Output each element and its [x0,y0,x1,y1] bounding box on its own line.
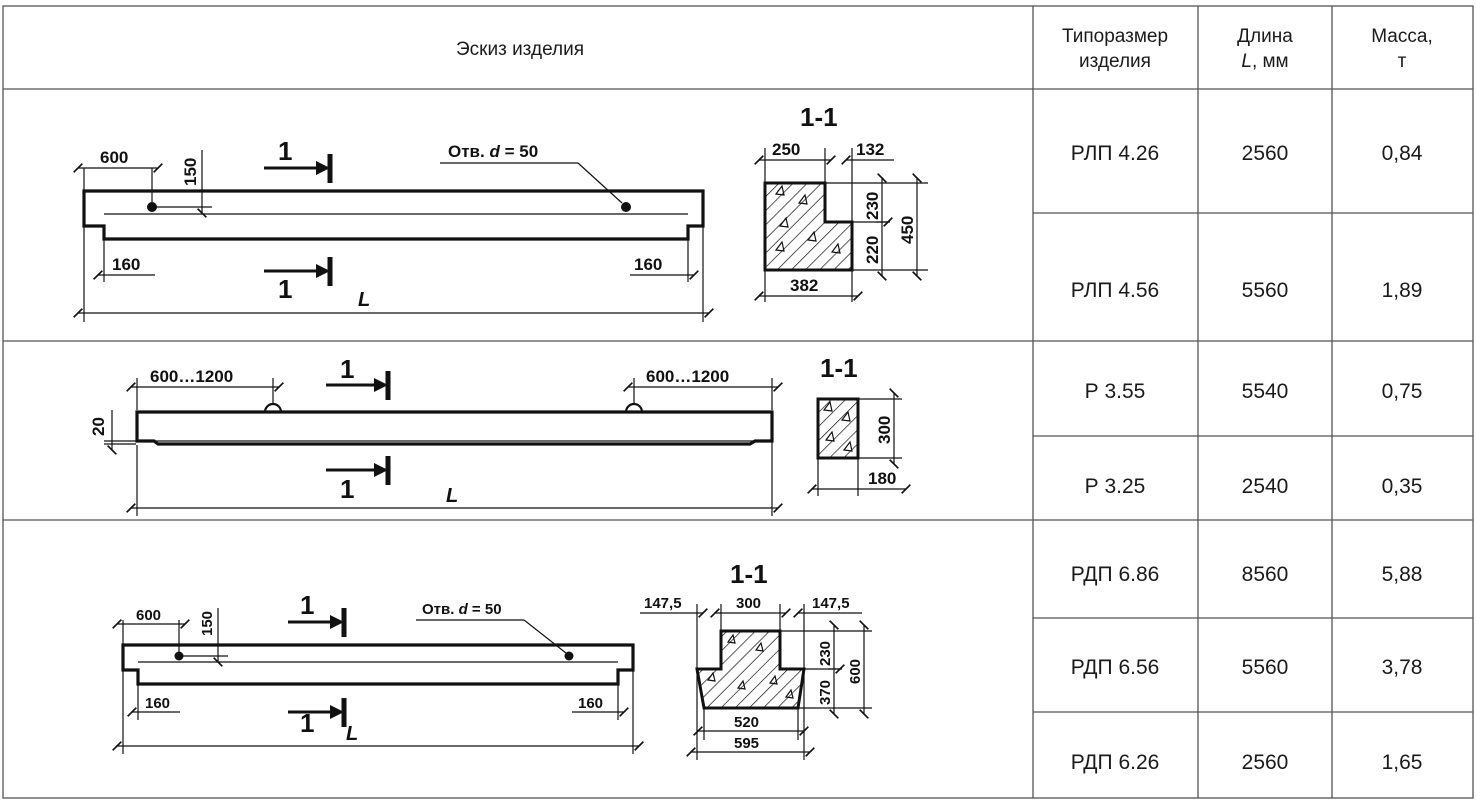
sec-dim-300: 300 [875,416,894,444]
sketch-r: 600…1200 600…1200 20 1 1 L 1-1 300 [89,353,911,516]
section-shape [763,181,854,272]
cell-size: РЛП 4.26 [1071,142,1159,165]
dim-600: 600 [136,607,161,624]
sec-dim-600: 600 [847,659,864,684]
beam-outline [135,410,774,446]
section-mark-bottom: 1 [340,474,354,504]
sec-dim-595: 595 [734,735,759,752]
cell-size: Р 3.25 [1085,475,1146,498]
length-label: L [446,485,458,507]
section-mark-top: 1 [278,136,292,166]
cell-size: РЛП 4.56 [1071,279,1159,302]
table-row: Р 3.55 5540 0,75 [1085,380,1423,403]
sec-dim-230: 230 [863,192,882,220]
lifting-loop [263,402,283,413]
cell-length: 2540 [1242,475,1289,498]
cell-size: РДП 6.26 [1071,751,1160,774]
sketch-rlp: 600 150 1 1 Отв. d = 50 160 160 L 1-1 [73,102,928,322]
sec-dim-230: 230 [817,641,834,666]
table-header: Эскиз изделия Типоразмер изделия Длина L… [456,26,1433,72]
cell-mass: 1,89 [1382,279,1423,302]
table-row: РДП 6.26 2560 1,65 [1071,751,1423,774]
sec-dim-132: 132 [856,140,884,159]
cell-mass: 0,35 [1382,475,1423,498]
hole [621,202,631,212]
length-label: L [346,723,358,745]
header-mass-1: Масса, [1371,26,1432,47]
header-size-2: изделия [1079,51,1151,72]
sec-dim-450: 450 [898,216,917,244]
cell-mass: 0,84 [1382,142,1423,165]
cell-size: Р 3.55 [1085,380,1146,403]
sec-dim-370: 370 [817,680,834,705]
sec-dim-147-right: 147,5 [812,595,850,612]
section-title: 1-1 [730,559,768,589]
cell-length: 8560 [1242,563,1289,586]
section-mark-bottom: 1 [300,708,314,738]
cell-length: 2560 [1242,751,1289,774]
aggregate-marks [774,184,841,254]
header-length-1: Длина [1237,26,1293,47]
cell-length: 5560 [1242,656,1289,679]
header-size-1: Типоразмер [1062,26,1168,47]
section-mark-bottom: 1 [278,274,292,304]
table-row: Р 3.25 2540 0,35 [1085,475,1423,498]
dim-150: 150 [181,158,200,186]
table-row: РЛП 4.26 2560 0,84 [1071,142,1423,165]
table-row: РЛП 4.56 5560 1,89 [1071,279,1423,302]
length-label: L [358,289,370,311]
sec-dim-180: 180 [868,469,896,488]
section-title: 1-1 [820,353,858,383]
table-row: РДП 6.86 8560 5,88 [1071,563,1423,586]
hole-label: Отв. d = 50 [422,601,502,618]
cell-length: 5540 [1242,380,1289,403]
dim-160-right: 160 [578,695,603,712]
dim-150: 150 [199,611,216,636]
hole-label: Отв. d = 50 [448,142,538,161]
dim-600: 600 [100,148,128,167]
cell-mass: 1,65 [1382,751,1423,774]
dim-20: 20 [89,417,108,436]
dim-160-left: 160 [145,695,170,712]
header-length-2: L, мм [1241,51,1288,72]
cell-size: РДП 6.86 [1071,563,1160,586]
cell-mass: 3,78 [1382,656,1423,679]
section-shape [695,629,806,710]
sec-dim-300: 300 [736,595,761,612]
table-body: РЛП 4.26 2560 0,84 РЛП 4.56 5560 1,89 Р … [1071,142,1423,774]
table-grid [2,5,1474,799]
hole [564,651,574,661]
dim-160-right: 160 [634,255,662,274]
lifting-loop [624,402,644,413]
cell-length: 2560 [1242,142,1289,165]
cell-size: РДП 6.56 [1071,656,1160,679]
dim-600-1200-left: 600…1200 [150,367,233,386]
aggregate-marks [706,633,794,699]
beam-outline [82,189,705,241]
aggregate-marks [822,400,853,452]
sec-dim-250: 250 [772,140,800,159]
header-sketch: Эскиз изделия [456,39,584,60]
section-title: 1-1 [800,102,838,132]
sec-dim-382: 382 [790,276,818,295]
section-mark-top: 1 [300,590,314,620]
sec-dim-147-left: 147,5 [644,595,682,612]
table-row: РДП 6.56 5560 3,78 [1071,656,1423,679]
sec-dim-520: 520 [734,714,759,731]
dim-160-left: 160 [112,255,140,274]
sketch-rdp: 600 150 1 1 Отв. d = 50 160 160 L 1-1 [112,559,872,760]
sec-dim-220: 220 [863,236,882,264]
cell-length: 5560 [1242,279,1289,302]
section-mark-top: 1 [340,354,354,384]
dim-600-1200-right: 600…1200 [646,367,729,386]
header-mass-2: т [1398,51,1407,72]
cell-mass: 0,75 [1382,380,1423,403]
beam-outline [121,643,635,686]
cell-mass: 5,88 [1382,563,1423,586]
